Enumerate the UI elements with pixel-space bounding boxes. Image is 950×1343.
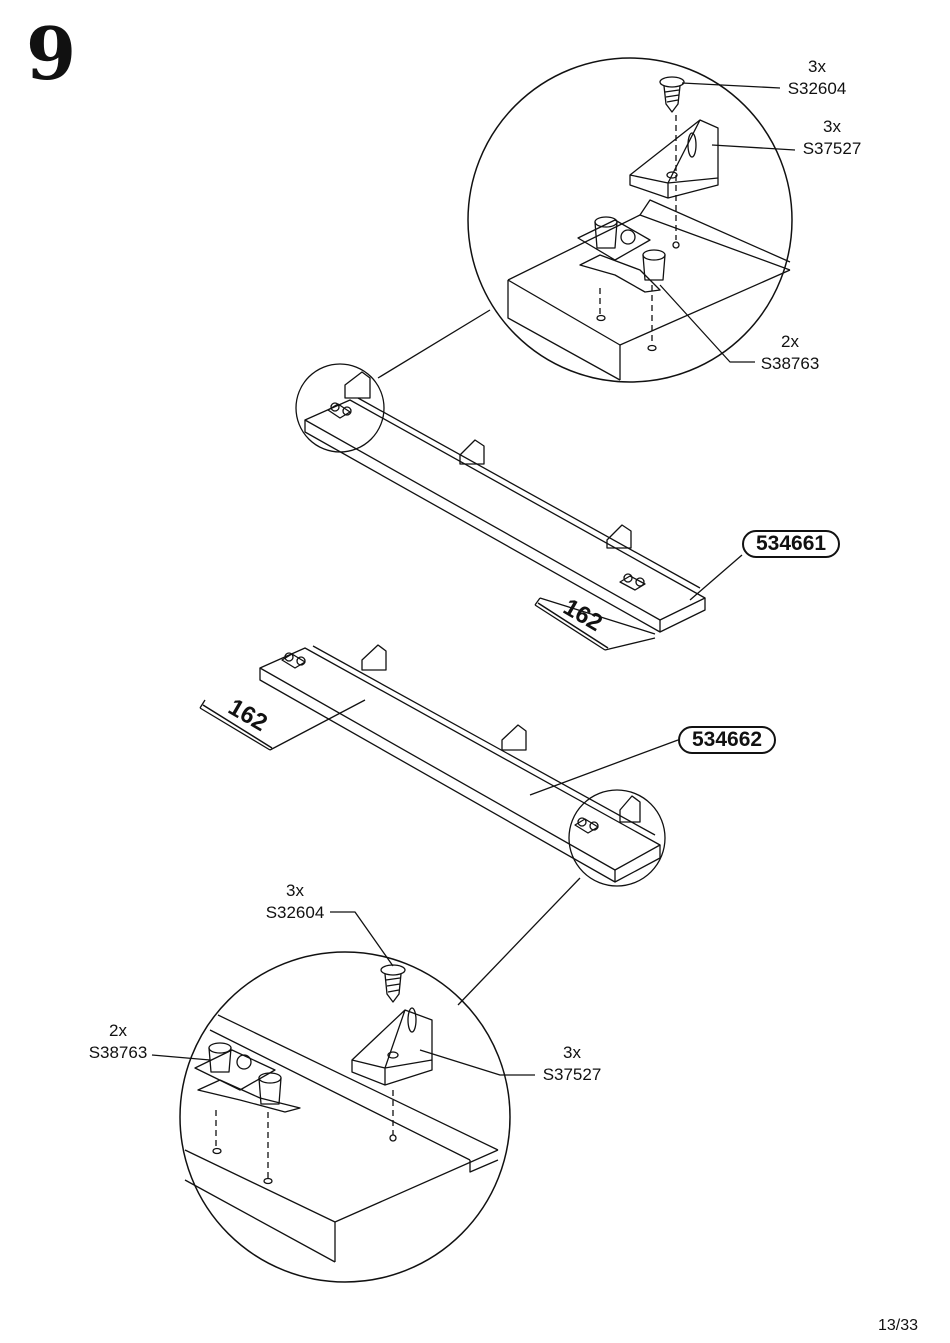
callout-qty: 3x [563,1043,581,1062]
callout-code: S38763 [88,1043,148,1062]
callout-qty: 2x [109,1021,127,1040]
callout-bottom-bracket: 3x S37527 [537,1042,607,1086]
dimension-upper: 162 [559,594,607,637]
dimension-lower: 162 [224,694,272,737]
callout-bottom-screw: 3x S32604 [260,880,330,924]
callout-qty: 3x [286,881,304,900]
callout-code: S32604 [265,903,325,922]
lower-detail-circle [179,951,511,1283]
callout-code: S38763 [760,354,820,373]
callout-top-cam: 2x S38763 [755,331,825,375]
screw-icon [380,964,406,1003]
screw-icon [659,76,685,113]
step-number: 9 [26,11,77,96]
upper-rail [295,363,743,651]
bracket-icon [351,1009,433,1086]
part-number-lower-rail: 534662 [678,726,777,754]
cam-icon [194,1042,301,1113]
lower-rail [199,644,679,887]
cam-icon [577,216,666,293]
part-number-upper-rail: 534661 [742,530,841,558]
callout-top-bracket: 3x S37527 [797,116,867,160]
callout-code: S37527 [542,1065,602,1084]
page-number: 13/33 [877,1317,918,1334]
bracket-icon [629,119,719,199]
callout-qty: 2x [781,332,799,351]
callout-bottom-cam: 2x S38763 [83,1020,153,1064]
callout-top-screw: 3x S32604 [782,56,852,100]
callout-code: S37527 [802,139,862,158]
callout-qty: 3x [808,57,826,76]
callout-qty: 3x [823,117,841,136]
upper-detail-circle [467,57,793,383]
callout-code: S32604 [787,79,847,98]
